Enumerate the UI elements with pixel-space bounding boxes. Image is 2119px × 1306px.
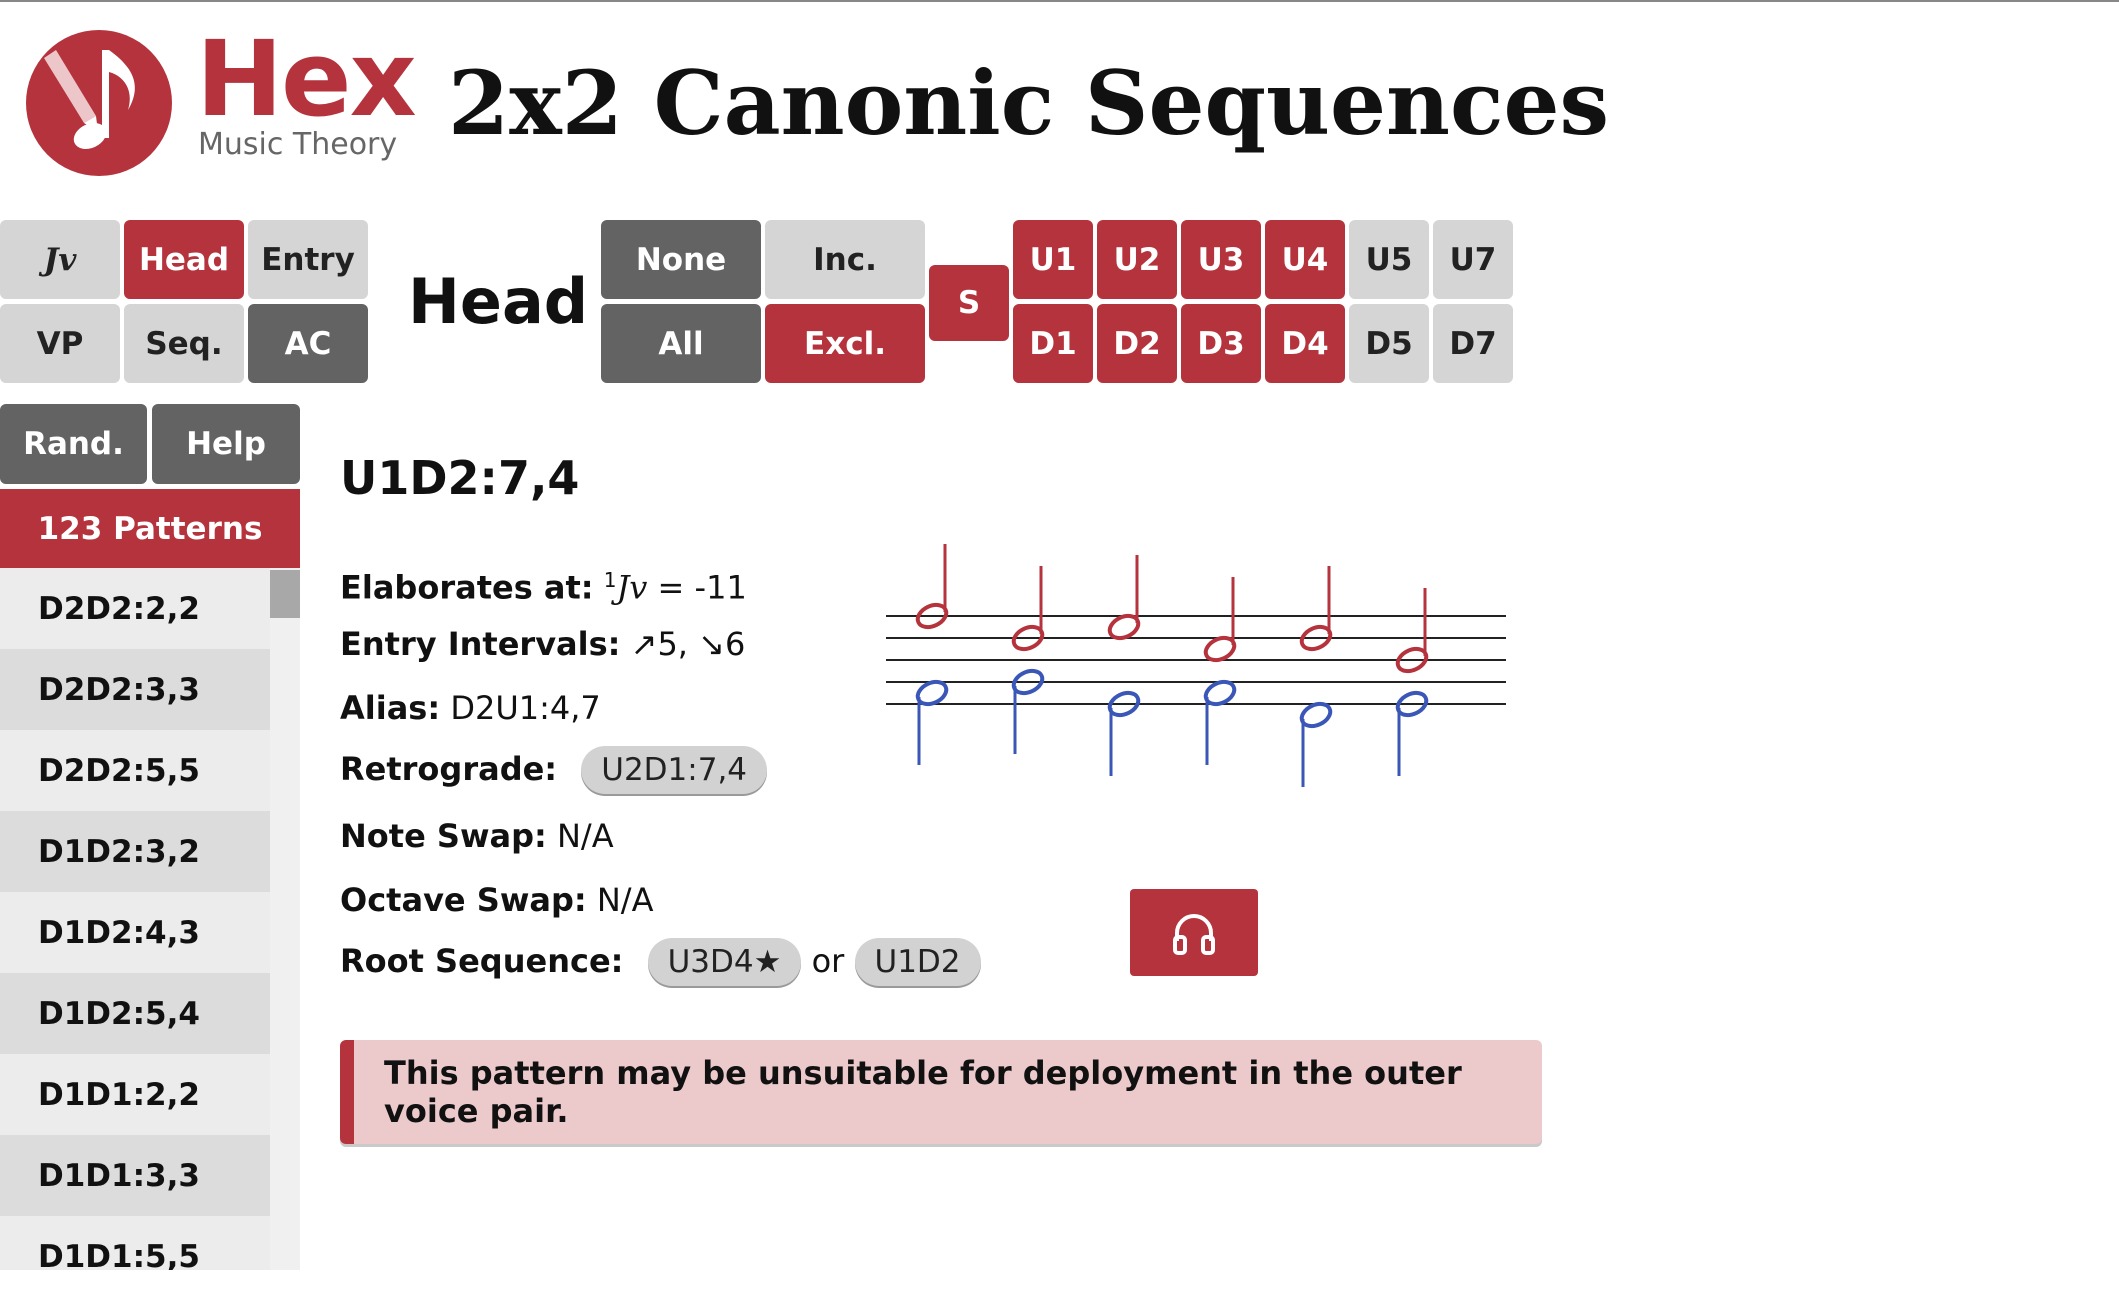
nav-jv-button[interactable]: Jv <box>0 220 120 299</box>
filter-inc-button[interactable]: Inc. <box>765 220 925 299</box>
listen-button[interactable] <box>1130 889 1258 976</box>
alias-label: Alias: <box>340 689 441 727</box>
filter-all-button[interactable]: All <box>601 304 761 383</box>
note-3 <box>1203 679 1237 765</box>
octave-swap-row: Octave Swap: N/A <box>340 878 653 922</box>
filter-d3-button[interactable]: D3 <box>1181 304 1261 383</box>
entry-intervals-row: Entry Intervals: ↗5, ↘6 <box>340 622 745 666</box>
note-5 <box>1395 588 1429 674</box>
filter-d2-button[interactable]: D2 <box>1097 304 1177 383</box>
lower-voice-notes <box>915 668 1429 787</box>
upper-voice-notes <box>915 544 1429 674</box>
list-item[interactable]: D1D1:2,2 <box>0 1054 270 1135</box>
root-sequence-link-1[interactable]: U3D4★ <box>647 938 802 986</box>
note-0 <box>915 544 949 630</box>
mode-label: Head <box>408 265 589 338</box>
nav-entry-button[interactable]: Entry <box>248 220 368 299</box>
note-swap-label: Note Swap: <box>340 817 547 855</box>
alias-value: D2U1:4,7 <box>450 689 601 727</box>
headphones-icon <box>1173 913 1215 955</box>
note-4 <box>1299 566 1333 652</box>
logo-icon <box>26 30 172 176</box>
note-3 <box>1203 577 1237 663</box>
filter-u4-button[interactable]: U4 <box>1265 220 1345 299</box>
pattern-list[interactable]: D2D2:2,2 D2D2:3,3 D2D2:5,5 D1D2:3,2 D1D2… <box>0 568 300 1270</box>
note-1 <box>1011 566 1045 652</box>
elaborates-row: Elaborates at: 1Jv = -11 <box>340 558 747 610</box>
staff-lines <box>886 615 1506 705</box>
filter-d4-button[interactable]: D4 <box>1265 304 1345 383</box>
list-item[interactable]: D1D2:5,4 <box>0 973 270 1054</box>
filter-u2-button[interactable]: U2 <box>1097 220 1177 299</box>
list-scrollbar-thumb[interactable] <box>270 570 300 618</box>
entry-intervals-label: Entry Intervals: <box>340 625 621 663</box>
elaborates-value: = -11 <box>657 568 747 607</box>
nav-vp-button[interactable]: VP <box>0 304 120 383</box>
filter-none-button[interactable]: None <box>601 220 761 299</box>
list-item[interactable]: D1D1:3,3 <box>0 1135 270 1216</box>
music-staff <box>886 544 1506 787</box>
note-2 <box>1107 555 1141 641</box>
filter-u3-button[interactable]: U3 <box>1181 220 1261 299</box>
root-sequence-link-2[interactable]: U1D2 <box>854 938 981 986</box>
pattern-count-header: 123 Patterns <box>0 489 300 568</box>
list-item[interactable]: D1D2:4,3 <box>0 892 270 973</box>
root-sequence-or: or <box>811 942 845 980</box>
note-2 <box>1107 690 1141 776</box>
logo-subtitle: Music Theory <box>198 127 398 162</box>
entry-intervals-value: ↗5, ↘6 <box>630 625 746 663</box>
retrograde-row: Retrograde: U2D1:7,4 <box>340 746 768 794</box>
top-border <box>0 0 2119 2</box>
retrograde-label: Retrograde: <box>340 750 558 788</box>
list-item[interactable]: D2D2:3,3 <box>0 649 270 730</box>
filter-u5-button[interactable]: U5 <box>1349 220 1429 299</box>
pattern-list-items: D2D2:2,2 D2D2:3,3 D2D2:5,5 D1D2:3,2 D1D2… <box>0 568 270 1270</box>
filter-u7-button[interactable]: U7 <box>1433 220 1513 299</box>
warning-callout: This pattern may be unsuitable for deplo… <box>340 1040 1542 1144</box>
list-item[interactable]: D1D1:5,5 <box>0 1216 270 1270</box>
nav-head-button[interactable]: Head <box>124 220 244 299</box>
filter-d7-button[interactable]: D7 <box>1433 304 1513 383</box>
note-0 <box>915 679 949 765</box>
octave-swap-value: N/A <box>596 881 654 919</box>
elaborates-superscript: 1 <box>603 568 617 592</box>
filter-s-button[interactable]: S <box>929 265 1009 341</box>
note-1 <box>1011 668 1045 754</box>
note-swap-row: Note Swap: N/A <box>340 814 614 858</box>
note-5 <box>1395 690 1429 776</box>
filter-excl-button[interactable]: Excl. <box>765 304 925 383</box>
alias-row: Alias: D2U1:4,7 <box>340 686 601 730</box>
nav-seq-button[interactable]: Seq. <box>124 304 244 383</box>
elaborates-jv: Jv <box>616 568 648 607</box>
root-sequence-row: Root Sequence: U3D4★ or U1D2 <box>340 938 981 986</box>
filter-u1-button[interactable]: U1 <box>1013 220 1093 299</box>
filter-d1-button[interactable]: D1 <box>1013 304 1093 383</box>
list-item[interactable]: D2D2:2,2 <box>0 568 270 649</box>
list-item[interactable]: D2D2:5,5 <box>0 730 270 811</box>
pattern-title: U1D2:7,4 <box>340 451 580 505</box>
note-swap-value: N/A <box>556 817 614 855</box>
root-sequence-label: Root Sequence: <box>340 942 624 980</box>
random-button[interactable]: Rand. <box>0 404 147 484</box>
list-scrollbar-track[interactable] <box>270 568 300 1270</box>
elaborates-label: Elaborates at: <box>340 568 594 607</box>
list-item[interactable]: D1D2:3,2 <box>0 811 270 892</box>
nav-ac-button[interactable]: AC <box>248 304 368 383</box>
help-button[interactable]: Help <box>152 404 300 484</box>
logo-wordmark: Hex <box>196 18 417 140</box>
page-title: 2x2 Canonic Sequences <box>448 51 1610 155</box>
note-4 <box>1299 701 1333 787</box>
filter-d5-button[interactable]: D5 <box>1349 304 1429 383</box>
octave-swap-label: Octave Swap: <box>340 881 587 919</box>
retrograde-link[interactable]: U2D1:7,4 <box>581 746 768 794</box>
